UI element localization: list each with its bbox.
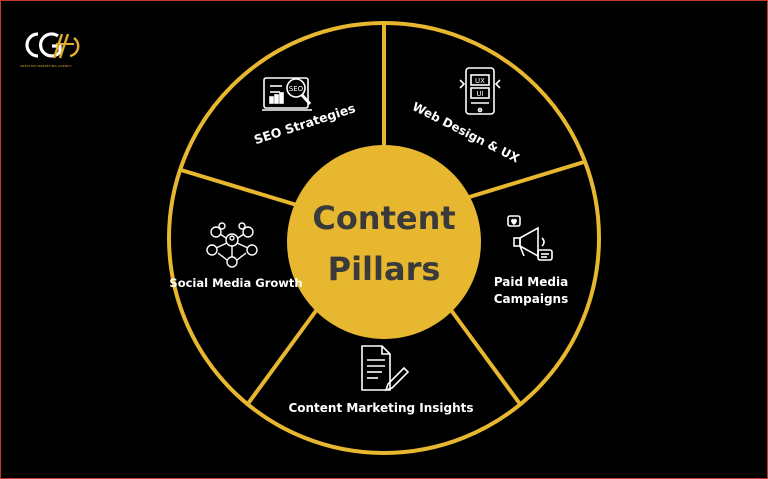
center-title-line1: Content — [312, 199, 455, 237]
segment-dividers — [180, 23, 585, 407]
segment-label-social-media: Social Media Growth — [169, 276, 302, 290]
megaphone-icon — [507, 215, 553, 261]
divider-left — [180, 168, 301, 208]
segment-label-paid-media-line2: Campaigns — [494, 292, 568, 306]
logo-mark-icon — [25, 32, 80, 59]
svg-text:UX: UX — [475, 77, 485, 85]
divider-right — [465, 160, 585, 200]
divider-bottom-left — [245, 306, 320, 407]
document-pen-icon — [361, 345, 410, 392]
svg-text:SEO: SEO — [289, 85, 304, 93]
segment-label-paid-media-line1: Paid Media — [494, 275, 568, 289]
center-disk — [287, 145, 481, 339]
svg-text:UI: UI — [476, 90, 483, 98]
logo-tagline: CREATIVE MARKETING AGENCY — [20, 64, 72, 68]
segment-label-content-marketing: Content Marketing Insights — [288, 401, 473, 415]
agency-logo: CREATIVE MARKETING AGENCY — [20, 28, 90, 72]
seo-monitor-icon: SEO — [262, 77, 312, 111]
social-network-icon — [206, 222, 258, 268]
center-title-line2: Pillars — [328, 250, 441, 288]
mobile-ux-icon: UX UI — [459, 67, 501, 115]
divider-bottom-right — [446, 304, 522, 406]
